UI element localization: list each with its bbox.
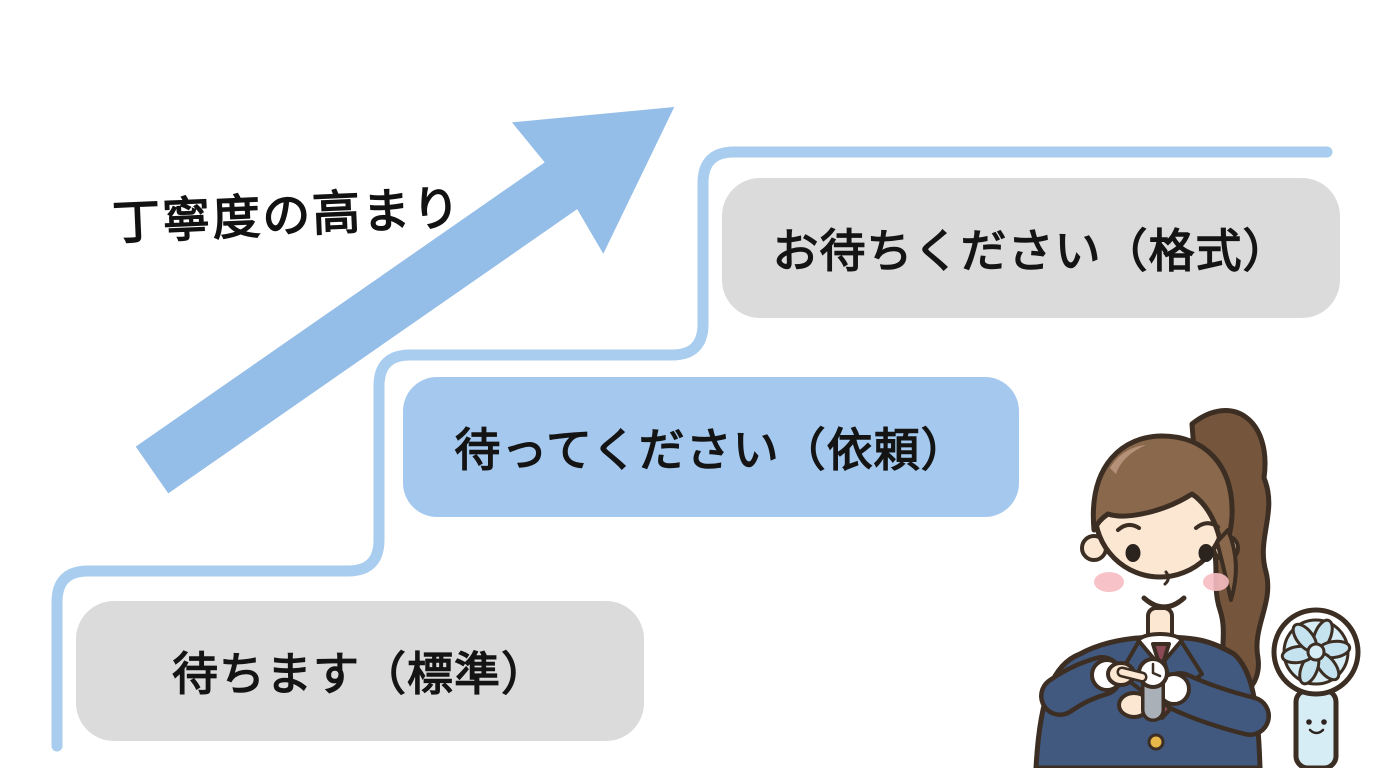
rising-arrow-icon <box>135 107 675 494</box>
eyebrow-left <box>1116 523 1141 532</box>
nose <box>1163 570 1170 586</box>
fan-hub <box>1306 642 1326 662</box>
businesswoman-watch-illustration <box>1033 408 1361 768</box>
hair-highlight <box>1110 445 1146 474</box>
fan-smile <box>1308 728 1325 735</box>
level-box-standard: 待ちます（標準） <box>76 601 644 741</box>
level-label-standard: 待ちます（標準） <box>172 648 548 700</box>
level-label-request: 待ってください（依頼） <box>454 424 968 476</box>
fan-eye-left <box>1306 719 1312 725</box>
jacket-button <box>1147 733 1165 751</box>
eye-right <box>1198 544 1214 562</box>
blush-right <box>1203 573 1229 591</box>
level-label-formal: お待ちください（格式） <box>772 225 1290 277</box>
eyebrow-right <box>1194 521 1220 530</box>
fan-handle <box>1293 687 1339 768</box>
smile-mouth <box>1141 595 1187 610</box>
fan-mascot-icon <box>1271 607 1361 768</box>
eye-left <box>1125 544 1141 562</box>
side-hair-strand <box>1215 528 1238 602</box>
watch-hands <box>1151 662 1162 678</box>
level-box-request: 待ってください（依頼） <box>403 377 1019 517</box>
level-box-formal: お待ちください（格式） <box>722 178 1340 318</box>
ascending-steps-line-icon <box>51 146 1333 752</box>
blush-left <box>1094 572 1124 592</box>
pointing-finger-fill <box>1119 669 1145 680</box>
fan-eye-right <box>1321 719 1327 725</box>
